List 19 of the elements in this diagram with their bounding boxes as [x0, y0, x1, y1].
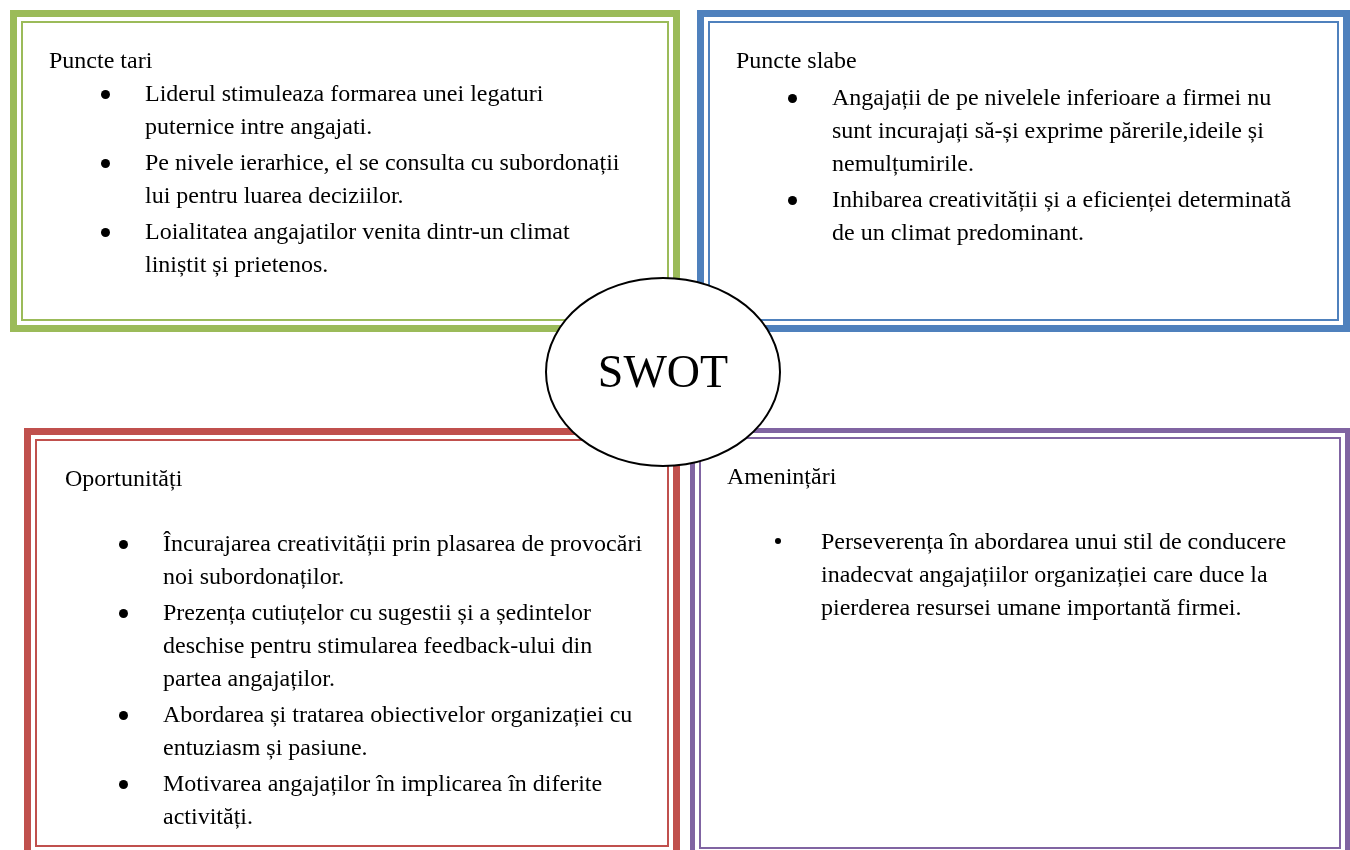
circle-label: SWOT: [597, 347, 729, 397]
bullet-text: Loialitatea angajatilor venita dintr-un climat liniștit și prietenos.: [145, 218, 570, 277]
quadrant-heading: Puncte slabe: [736, 46, 857, 75]
bullet-text: Liderul stimuleaza formarea unei legaturi puternice intre angajati.: [145, 80, 544, 139]
quadrant-box: [697, 10, 1350, 332]
quadrant-box: [24, 428, 680, 850]
quadrant-box: [10, 10, 680, 332]
bullet-text: Angajații de pe nivelele inferioare a firmei nu sunt incurajați să-și exprime părerile,ideile și nemulțumirile.: [832, 84, 1272, 176]
bullet-text: Încurajarea creativității prin plasarea de provocări noi subordonaților.: [163, 530, 643, 589]
bullet-text: Motivarea angajaților în implicarea în diferite activități.: [163, 770, 603, 829]
bullet-text: Perseverența în abordarea unui stil de conducere inadecvat angajațiilor organizației care duce la pierderea resursei umane importantă firmei.: [821, 528, 1287, 620]
bullet-text: Inhibarea creativității și a eficienței determinată de un climat predominant.: [832, 186, 1292, 245]
quadrant-heading: Amenințări: [727, 462, 837, 491]
bullet-text: Abordarea și tratarea obiectivelor organizației cu entuziasm și pasiune.: [163, 701, 633, 760]
quadrant-box: [690, 428, 1350, 850]
quadrant-heading: Puncte tari: [49, 46, 153, 75]
bullet-text: Pe nivele ierarhice, el se consulta cu subordonații lui pentru luarea deciziilor.: [145, 149, 620, 208]
quadrant-heading: Oportunități: [65, 464, 183, 493]
bullet-text: Prezența cutiuțelor cu sugestii și a ședintelor deschise pentru stimularea feedback-ului din partea angajaților.: [163, 599, 593, 691]
